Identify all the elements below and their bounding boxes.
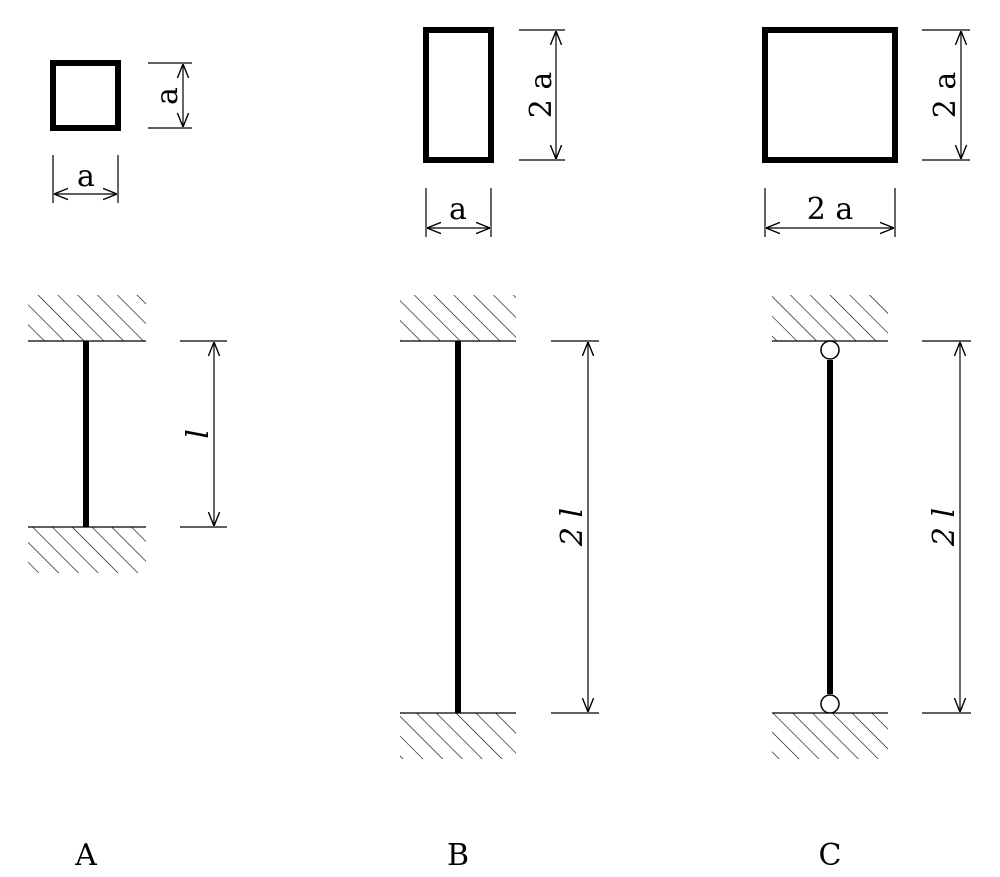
top-fixed-support <box>400 295 516 341</box>
figure-caption: A <box>74 838 97 873</box>
length-label: 2 l <box>927 508 962 547</box>
length-dimension-c: 2 l <box>922 340 971 714</box>
figure-c: 2 a 2 a 2 l C <box>762 27 971 873</box>
top-pin-joint <box>820 340 840 360</box>
height-dimension-b: 2 a <box>519 29 565 161</box>
bottom-pinned-support <box>772 713 888 759</box>
cross-section-b: 2 a a <box>423 27 565 237</box>
figure-b: 2 a a 2 l B <box>400 27 599 873</box>
bottom-fixed-support <box>400 713 516 759</box>
height-label: a <box>150 87 185 105</box>
top-fixed-support <box>28 295 146 341</box>
width-dimension-c: 2 a <box>764 188 896 237</box>
width-dimension-a: a <box>52 155 119 203</box>
height-label: 2 a <box>928 72 963 119</box>
cross-section-c: 2 a 2 a <box>762 27 970 237</box>
height-label: 2 a <box>524 72 559 119</box>
column-b: 2 l <box>400 295 599 759</box>
cross-section-a: a a <box>50 60 192 203</box>
column-c: 2 l <box>772 295 971 759</box>
column-a: l <box>28 295 227 573</box>
figure-caption: C <box>819 838 842 873</box>
width-label: a <box>77 159 95 194</box>
length-label: l <box>181 429 216 439</box>
height-dimension-c: 2 a <box>922 29 970 161</box>
length-dimension-a: l <box>180 340 227 528</box>
square-section-outline <box>50 60 121 131</box>
height-dimension-a: a <box>148 62 192 129</box>
width-label: 2 a <box>807 192 854 227</box>
bottom-fixed-support <box>28 527 146 573</box>
rectangular-section-outline <box>423 27 494 163</box>
top-pinned-support <box>772 295 888 341</box>
figure-a: a a l A <box>28 60 227 873</box>
length-label: 2 l <box>555 508 590 547</box>
large-square-section-outline <box>762 27 898 163</box>
width-dimension-b: a <box>425 188 492 237</box>
length-dimension-b: 2 l <box>551 340 599 714</box>
bottom-pin-joint <box>820 694 840 714</box>
width-label: a <box>449 192 467 227</box>
figure-caption: B <box>447 838 469 873</box>
